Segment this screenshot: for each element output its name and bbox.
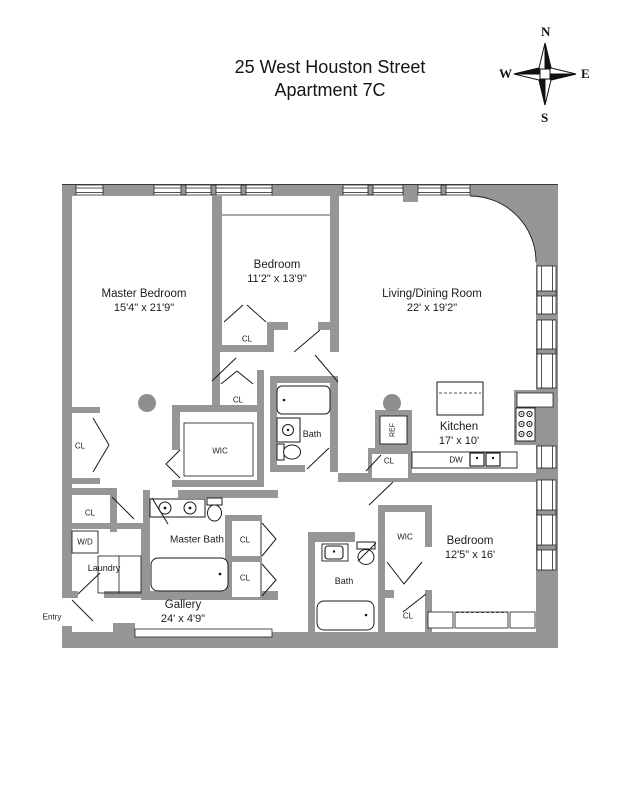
label-closet-4: CL — [239, 573, 251, 583]
columns — [138, 394, 401, 412]
kitchen-dims: 17' x 10' — [438, 435, 480, 447]
label-closet-8: CL — [402, 611, 414, 621]
label-closet-1: CL — [74, 441, 86, 451]
compass-rose: N S E W — [497, 22, 593, 128]
compass-star — [513, 42, 577, 106]
fixtures — [71, 214, 554, 638]
label-dishwasher: DW — [449, 455, 463, 465]
master-bedroom-name: Master Bedroom — [101, 288, 187, 300]
label-living-dining: Living/Dining Room 22' x 19'2" — [382, 287, 482, 315]
column-east — [383, 394, 401, 412]
column-west — [138, 394, 156, 412]
label-bedroom2: Bedroom 11'2" x 13'9" — [247, 258, 307, 286]
label-refrigerator: REF — [389, 423, 397, 437]
plan-title-address: 25 West Houston Street — [234, 57, 426, 77]
compass-east-label: E — [581, 66, 590, 81]
windows — [75, 184, 557, 571]
kitchen-name: Kitchen — [439, 421, 479, 433]
living-dining-name: Living/Dining Room — [382, 288, 482, 300]
bedroom3-dims: 12'5" x 16' — [444, 549, 496, 561]
curved-corner — [62, 184, 558, 263]
label-gallery: Gallery 24' x 4'9" — [161, 598, 205, 626]
compass-south-label: S — [541, 110, 549, 125]
label-closet-5: CL — [241, 334, 253, 344]
gallery-name: Gallery — [164, 599, 202, 611]
bedroom2-name: Bedroom — [253, 259, 301, 271]
doors — [71, 304, 427, 622]
gallery-dims: 24' x 4'9" — [160, 613, 206, 625]
compass-north-label: N — [541, 24, 551, 39]
label-closet-2: CL — [84, 508, 96, 518]
label-washer-dryer: W/D — [77, 537, 93, 547]
label-bedroom3: Bedroom 12'5" x 16' — [445, 534, 495, 562]
bedroom3-name: Bedroom — [446, 535, 494, 547]
compass-west-label: W — [499, 66, 512, 81]
label-bath-upper: Bath — [302, 429, 322, 439]
label-closet-3: CL — [239, 535, 251, 545]
label-master-bedroom: Master Bedroom 15'4" x 21'9" — [101, 287, 186, 315]
plan-title: 25 West Houston Street Apartment 7C — [110, 56, 550, 102]
plan-title-unit: Apartment 7C — [274, 80, 386, 100]
label-wic-bedroom3: WIC — [397, 532, 413, 542]
label-closet-6: CL — [232, 395, 244, 405]
label-closet-7: CL — [383, 456, 395, 466]
label-wic-master: WIC — [212, 446, 228, 456]
living-dining-dims: 22' x 19'2" — [406, 302, 458, 314]
label-bath-lower: Bath — [334, 576, 354, 586]
label-laundry: Laundry — [87, 563, 121, 573]
label-master-bath: Master Bath — [170, 534, 224, 546]
bedroom2-dims: 11'2" x 13'9" — [247, 273, 307, 285]
master-bedroom-dims: 15'4" x 21'9" — [113, 302, 175, 314]
label-entry: Entry — [42, 612, 62, 622]
label-kitchen: Kitchen 17' x 10' — [439, 420, 479, 448]
